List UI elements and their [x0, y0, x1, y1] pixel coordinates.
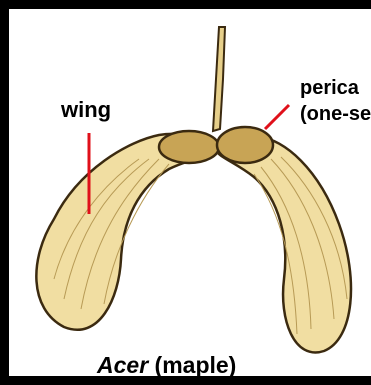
pericarp-label-line2: (one-se [300, 101, 371, 127]
maple-samara-illustration [9, 9, 371, 385]
wing-label: wing [61, 97, 111, 123]
pericarp-pointer-line [265, 105, 289, 129]
pericarp-label-line1: perica [300, 75, 371, 101]
caption-common-name: (maple) [155, 352, 237, 378]
caption-genus: Acer [97, 352, 148, 378]
stem [213, 27, 225, 131]
left-seed [159, 131, 219, 163]
caption: Acer (maple) [97, 352, 236, 379]
pericarp-label: perica (one-se [300, 75, 371, 127]
right-seed [217, 127, 273, 163]
